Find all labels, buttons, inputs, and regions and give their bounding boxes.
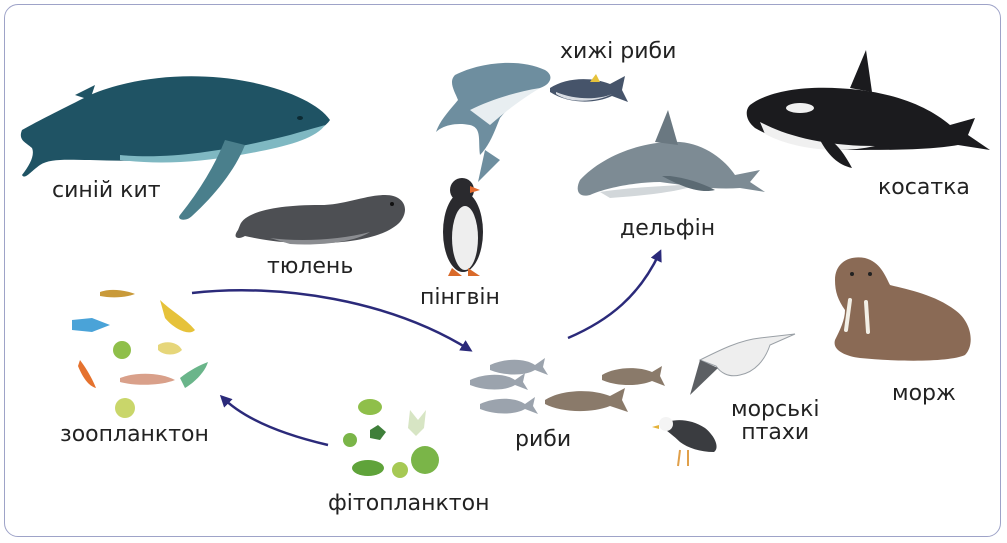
arrow-phytoplankton-to-zooplankton bbox=[222, 397, 328, 445]
label-seabirds-line2: птахи bbox=[731, 421, 819, 444]
label-seabirds-line1: морські bbox=[731, 398, 819, 421]
label-seal: тюлень bbox=[267, 255, 353, 278]
dolphin-picture bbox=[578, 110, 765, 198]
label-phytoplankton: фітопланктон bbox=[328, 492, 489, 515]
label-dolphin: дельфін bbox=[620, 217, 715, 240]
penguin-picture bbox=[443, 178, 483, 276]
shark-picture bbox=[436, 63, 550, 182]
label-predatory-fish: хижі риби bbox=[560, 40, 676, 63]
walrus-picture bbox=[835, 257, 971, 360]
phytoplankton-picture bbox=[343, 399, 439, 478]
arrow-fish-to-dolphin bbox=[568, 252, 660, 338]
label-walrus: морж bbox=[892, 382, 956, 405]
fish-school-picture bbox=[470, 358, 665, 414]
tuna-picture bbox=[550, 74, 628, 102]
label-orca: косатка bbox=[878, 176, 970, 199]
label-seabirds: морські птахи bbox=[731, 398, 819, 444]
zooplankton-picture bbox=[72, 290, 208, 418]
label-zooplankton: зоопланктон bbox=[60, 423, 209, 446]
orca-picture bbox=[747, 50, 990, 168]
label-blue-whale: синій кит bbox=[52, 179, 161, 202]
label-fish: риби bbox=[515, 428, 571, 451]
label-penguin: пінгвін bbox=[420, 286, 500, 309]
seal-picture bbox=[236, 195, 405, 245]
